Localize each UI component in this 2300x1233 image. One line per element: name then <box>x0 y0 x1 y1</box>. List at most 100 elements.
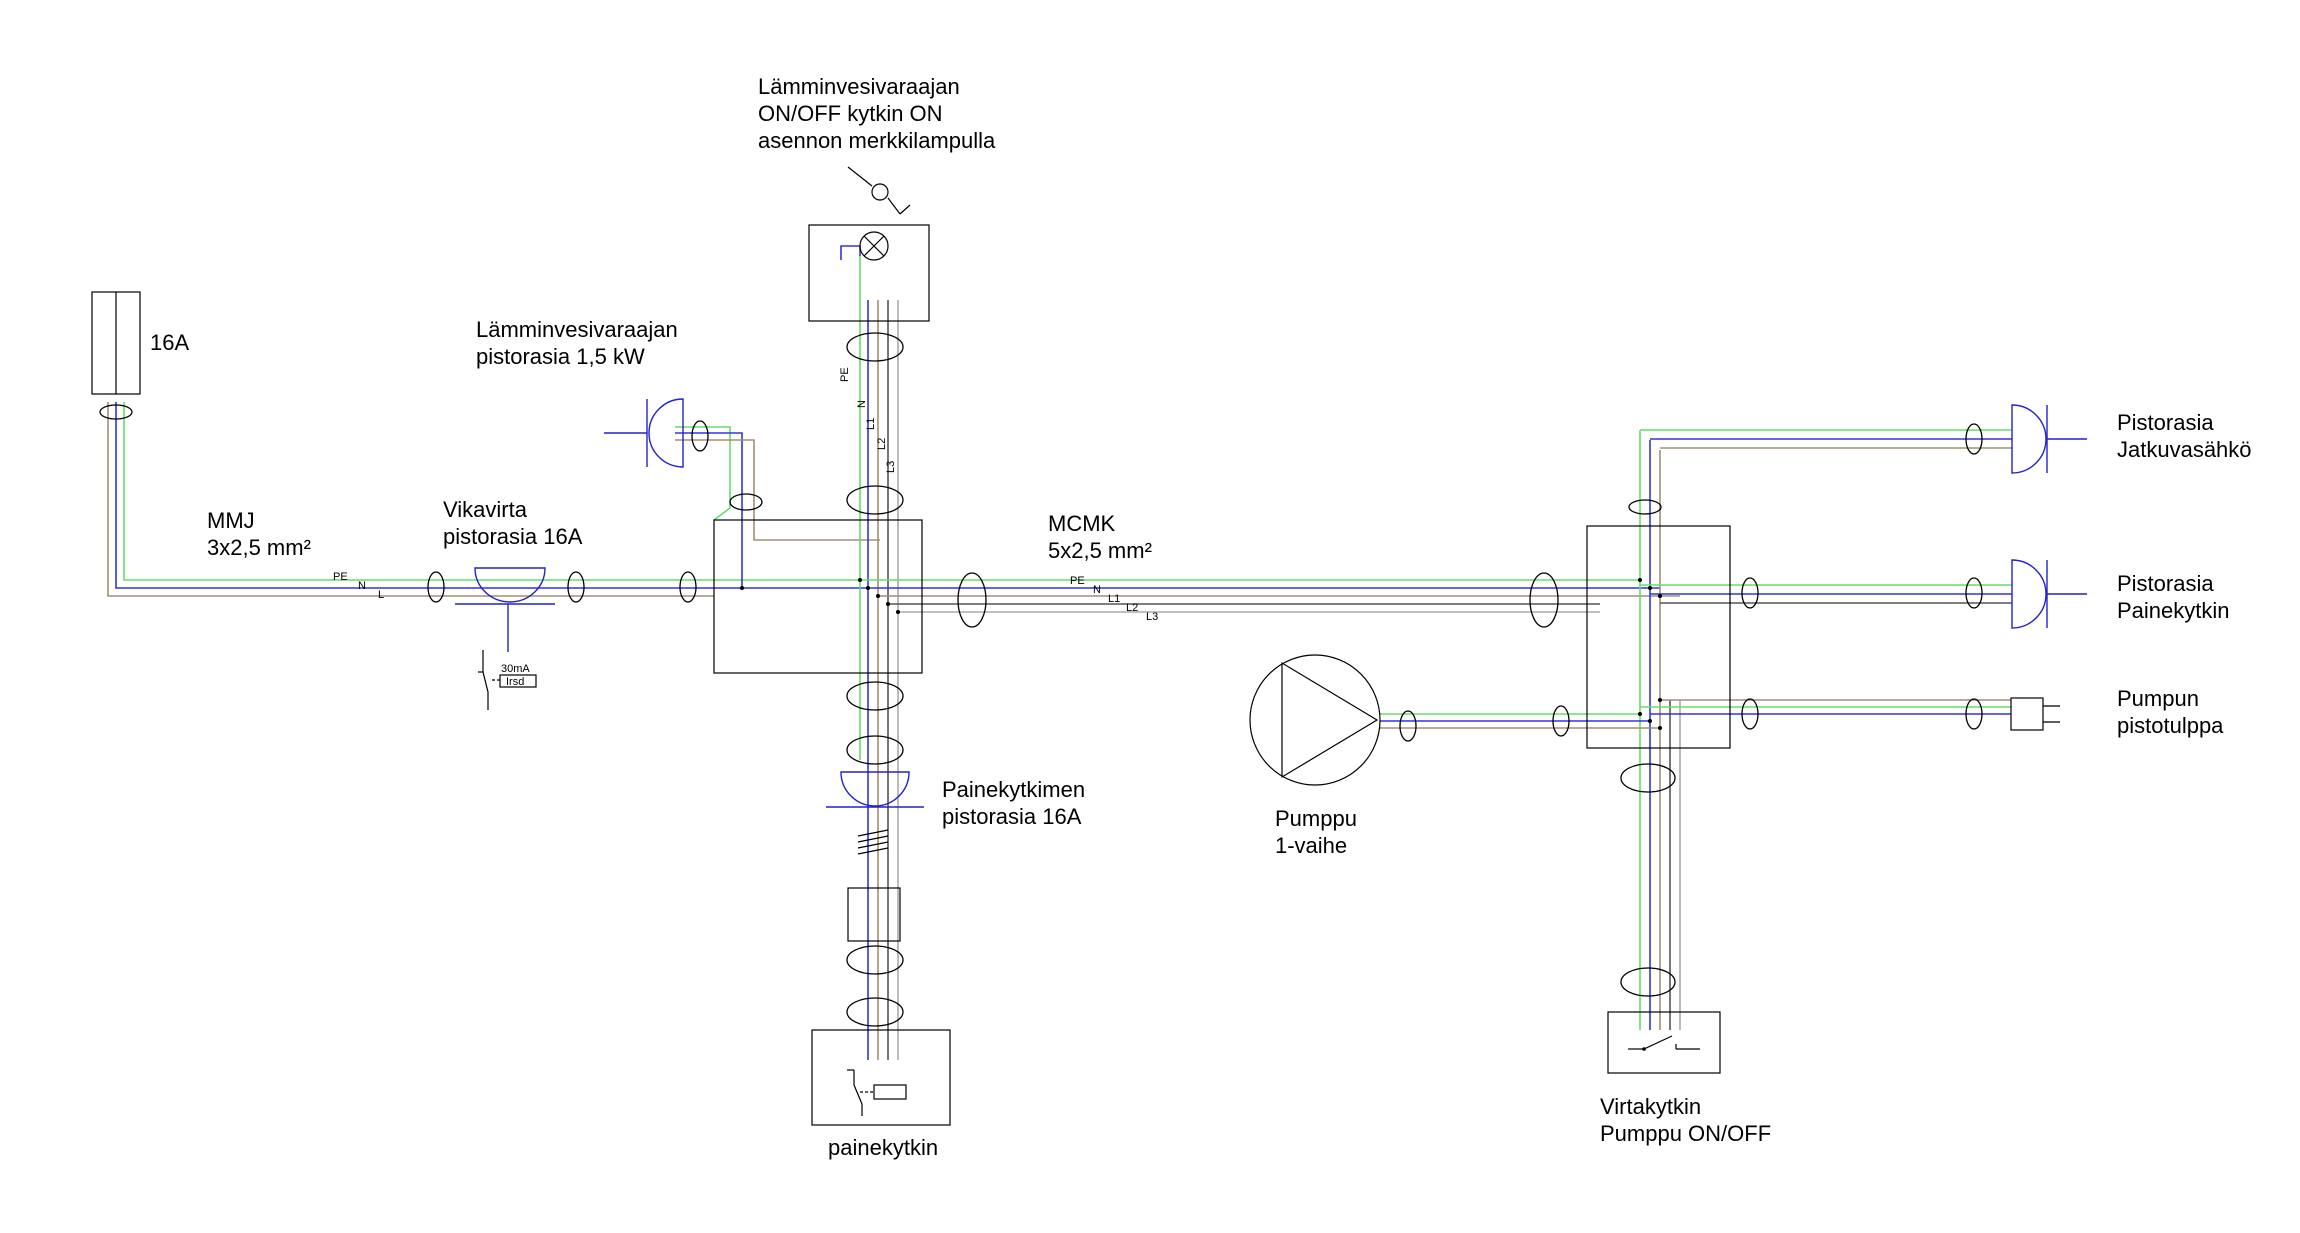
rcd-test-label: Irsd <box>506 676 524 688</box>
wire-l <box>107 402 714 597</box>
switch-symbol-part <box>887 197 901 215</box>
pressure-switch: painekytkin <box>811 1029 951 1160</box>
switch-blade <box>1643 1035 1673 1050</box>
cable-gland <box>1529 572 1559 628</box>
pressure-socket-label: Painekytkimen <box>942 777 1085 802</box>
wire-n <box>115 402 868 589</box>
switch-symbol-part <box>871 183 889 201</box>
pump-plug-label: Pumpun <box>2117 686 2199 711</box>
wire-n <box>675 432 743 588</box>
vertical-l2-tag: L2 <box>876 438 888 450</box>
mcmk-n-tag: N <box>1093 584 1101 596</box>
rcd-current-label: 30mA <box>501 663 530 675</box>
heater-socket-icon <box>648 398 684 468</box>
vertical-n-tag: N <box>856 400 868 408</box>
junction-dot <box>866 586 870 590</box>
cable-gland <box>679 571 697 603</box>
pressure-switch-socket: Painekytkimen pistorasia 16A <box>826 681 1085 1027</box>
junction-dot <box>1648 586 1652 590</box>
main-switch-box <box>1607 1011 1721 1074</box>
socket-pressure-label-2: Painekytkin <box>2117 598 2230 623</box>
junction-dot <box>1638 578 1642 582</box>
cable-mark <box>857 829 889 837</box>
junction-dot <box>1648 719 1652 723</box>
cable-mark <box>857 841 889 849</box>
lamp-label-2: ON/OFF kytkin ON <box>758 101 943 126</box>
junction-box-main <box>713 519 923 674</box>
pressure-socket-label-2: pistorasia 16A <box>942 804 1082 829</box>
lamp-label-3: asennon merkkilampulla <box>758 128 996 153</box>
junction-dot <box>896 610 900 614</box>
wire-pe <box>675 426 731 521</box>
junction-dot <box>858 578 862 582</box>
wire-pe <box>123 402 860 581</box>
pressure-switch-box <box>811 1029 951 1126</box>
cable-gland <box>427 571 445 603</box>
junction-dot <box>1658 726 1662 730</box>
cable-gland <box>1965 698 1983 730</box>
socket-pressure-label: Pistorasia <box>2117 571 2214 596</box>
heater-switch-box <box>808 224 930 322</box>
heater-socket-label: Lämminvesivaraajan <box>476 317 678 342</box>
mcmk-l3-tag: L3 <box>1146 611 1158 623</box>
pump-triangle <box>1281 661 1379 779</box>
socket-pressure-switch: Pistorasia Painekytkin <box>2011 559 2230 629</box>
switch-symbol-part <box>899 204 911 215</box>
cable-gland <box>1965 423 1983 455</box>
cable-gland <box>1741 577 1759 609</box>
cable-gland <box>1965 577 1983 609</box>
pressure-sensor-icon <box>873 1084 907 1100</box>
cable-gland <box>1741 698 1759 730</box>
cable-gland <box>691 420 709 452</box>
lamp-label: Lämminvesivaraajan <box>758 74 960 99</box>
rcd-socket: 30mA Irsd Vikavirta pistorasia 16A <box>443 497 583 710</box>
heater-socket-label-2: pistorasia 1,5 kW <box>476 344 645 369</box>
cable-gland <box>846 735 904 765</box>
vertical-l1-tag: L1 <box>865 418 877 430</box>
junction-dot <box>1658 594 1662 598</box>
rcd-socket-label-2: pistorasia 16A <box>443 524 583 549</box>
wires-layer <box>107 245 2012 1060</box>
heater-socket: Lämminvesivaraajan pistorasia 1,5 kW <box>476 317 709 468</box>
junction-dot <box>740 586 744 590</box>
cable-gland <box>846 332 904 362</box>
indicator-lamp-icon <box>859 231 889 261</box>
pressure-socket-icon <box>840 771 910 807</box>
cable-mark <box>857 835 889 843</box>
wire-l <box>675 439 880 541</box>
cable-gland <box>846 997 904 1027</box>
pressure-switch-label: painekytkin <box>828 1135 938 1160</box>
rcd-test-box <box>499 674 537 688</box>
pump-icon <box>1249 654 1381 786</box>
mcmk-cable-label: MCMK <box>1048 511 1116 536</box>
mmj-pe-tag: PE <box>333 571 348 583</box>
mcmk-l1-tag: L1 <box>1108 593 1120 605</box>
cable-gland <box>957 572 987 628</box>
cable-gland <box>729 493 763 511</box>
socket-continuous-label: Pistorasia <box>2117 410 2214 435</box>
junction-dot <box>1638 712 1642 716</box>
rcd-socket-icon <box>474 567 546 603</box>
mmj-l-tag: L <box>378 589 384 601</box>
junction-dot <box>876 594 880 598</box>
mcmk-l2-tag: L2 <box>1126 602 1138 614</box>
rcd-switch-part <box>482 671 489 693</box>
wire-n <box>840 245 861 260</box>
socket-icon <box>2011 559 2047 629</box>
mmj-cable-spec: 3x2,5 mm² <box>207 535 311 560</box>
junction-dot <box>886 602 890 606</box>
cable-gland <box>1620 763 1676 793</box>
vertical-pe-tag: PE <box>839 367 851 382</box>
lamp-cross <box>863 235 885 257</box>
cable-gland <box>846 485 904 515</box>
vertical-l3-tag: L3 <box>885 461 897 473</box>
switch-symbol-icon <box>847 166 873 187</box>
cable-gland <box>567 571 585 603</box>
mmj-cable-label: MMJ <box>207 508 255 533</box>
junction-box-right <box>1586 525 1731 749</box>
rcd-socket-label: Vikavirta <box>443 497 528 522</box>
pump-label: Pumppu <box>1275 806 1357 831</box>
cable-gland <box>846 945 904 975</box>
plug-box <box>847 887 901 942</box>
socket-icon <box>2011 404 2047 474</box>
